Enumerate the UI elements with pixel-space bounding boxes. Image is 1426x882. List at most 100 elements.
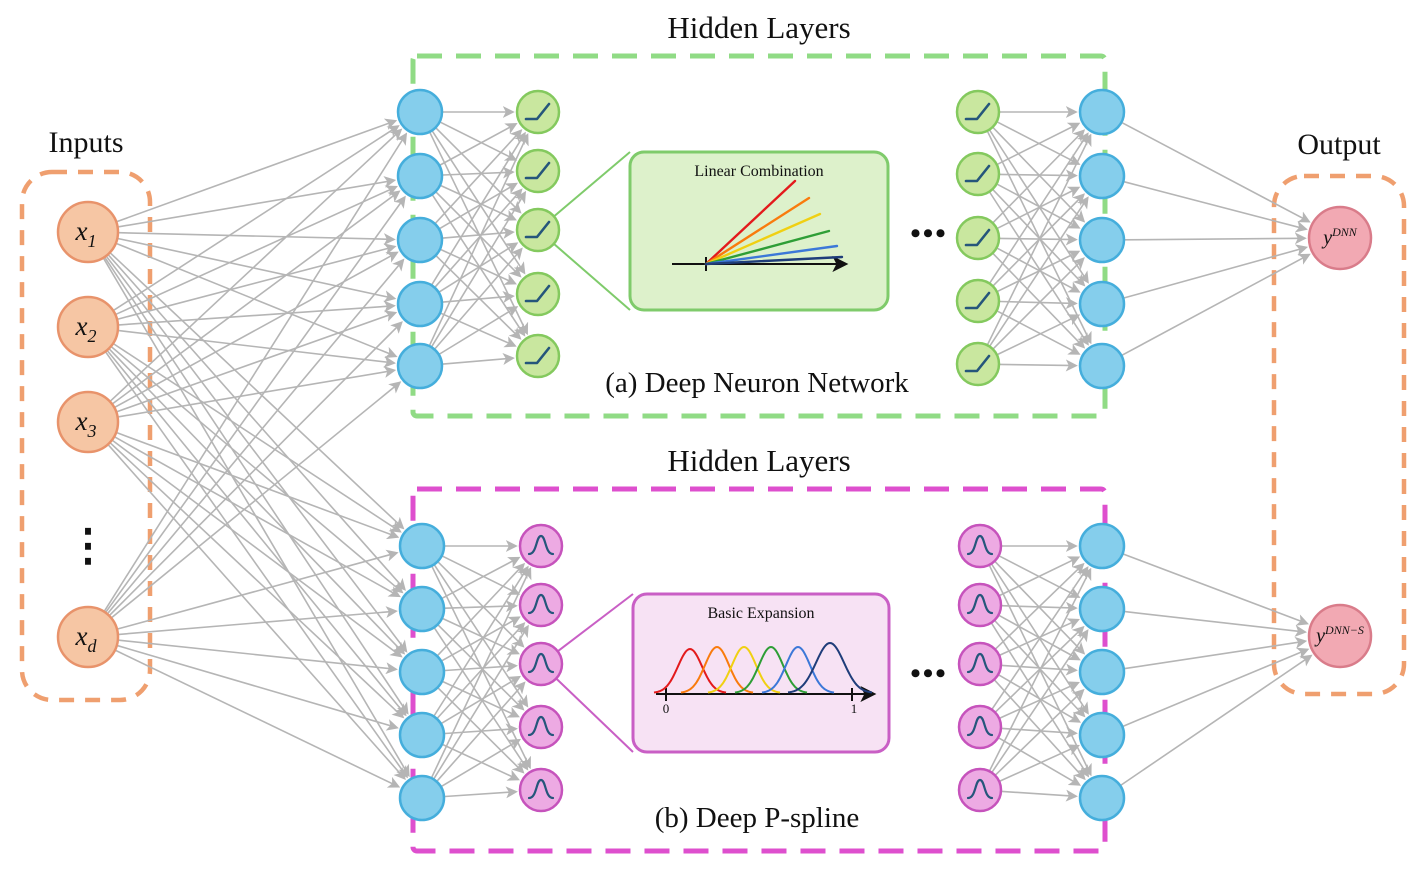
activation-node-relu (515, 148, 561, 194)
fan-line (704, 212, 822, 266)
relu-icon (524, 284, 551, 303)
hidden-node-blue (1078, 522, 1126, 570)
edge (115, 649, 401, 788)
edge (997, 122, 1081, 165)
edge (112, 190, 401, 405)
relu-icon (964, 228, 991, 247)
activation-node-spline (957, 767, 1003, 813)
edge (108, 254, 406, 591)
activation-node-spline (957, 523, 1003, 569)
edge (117, 549, 399, 630)
activation-node-relu (515, 271, 561, 317)
edge (989, 132, 1089, 284)
edge (442, 352, 515, 365)
activation-node-spline (518, 767, 564, 813)
hidden-node-blue (1078, 152, 1126, 200)
hidden-node-blue (396, 88, 444, 136)
edge (1001, 726, 1078, 739)
output-title: Output (1297, 128, 1381, 161)
hidden-node-blue (396, 280, 444, 328)
edge (118, 237, 397, 303)
edge (118, 366, 397, 418)
edge (428, 133, 529, 346)
edge (442, 555, 521, 595)
edge (116, 118, 398, 223)
gauss-icon (966, 652, 994, 674)
edge (118, 329, 396, 368)
inset-connector (553, 151, 631, 218)
edge (431, 566, 532, 778)
edge (435, 127, 522, 214)
activation-node-spline (957, 641, 1003, 687)
edge (115, 185, 398, 315)
edge (118, 639, 398, 675)
axis-tick-label-1: 1 (851, 701, 858, 716)
hidden-node-blue (1078, 774, 1126, 822)
edge (112, 439, 403, 658)
gauss-icon (527, 534, 555, 556)
edge (116, 310, 398, 413)
gauss-curve (653, 647, 727, 694)
gauss-icon (966, 778, 994, 800)
edge (1124, 181, 1308, 233)
edge (117, 243, 397, 320)
hidden-node-blue (398, 522, 446, 570)
activation-node-relu (955, 278, 1001, 324)
input-node (56, 605, 120, 669)
edge (995, 562, 1085, 650)
activation-node-relu (515, 333, 561, 379)
edge (436, 681, 526, 782)
edge (118, 176, 397, 228)
relu-icon (524, 346, 551, 365)
edge (118, 231, 396, 246)
edge (433, 624, 529, 779)
edge (441, 675, 522, 724)
input-node-label: x3 (75, 406, 97, 441)
hidden-node-blue (1078, 585, 1126, 633)
edges (103, 106, 1313, 802)
edge (995, 688, 1085, 776)
relu-icon (964, 164, 991, 183)
relu-icon (964, 102, 991, 121)
fan-line (704, 179, 797, 266)
hidden-layers-title-dnn: Hidden Layers (667, 10, 850, 45)
nodes (56, 88, 1373, 822)
edge (440, 121, 518, 161)
output-node (1307, 205, 1373, 271)
relu-icon (524, 102, 551, 121)
edge (1124, 610, 1307, 637)
edge (999, 744, 1080, 782)
ellipsis-dnn: ••• (910, 217, 948, 250)
inset-connector (557, 593, 634, 653)
edge (106, 256, 408, 653)
gauss-curve (734, 645, 808, 694)
output-box (1271, 173, 1407, 697)
edge (1121, 122, 1311, 223)
edge (991, 629, 1089, 773)
edge (997, 314, 1081, 356)
edge (442, 226, 515, 239)
edge (440, 312, 517, 348)
activation-node-spline (518, 582, 564, 628)
caption-pspline: (b) Deep P-spline (655, 802, 860, 834)
activation-node-relu (955, 151, 1001, 197)
edge (105, 351, 409, 779)
edge (1122, 647, 1310, 727)
edge (435, 129, 523, 224)
edge (439, 182, 518, 230)
fan-line (704, 244, 839, 266)
input-node (56, 390, 120, 454)
edge (103, 132, 408, 612)
hidden-node-blue (396, 152, 444, 200)
activation-node-relu (955, 89, 1001, 135)
edge (106, 350, 407, 717)
edge (114, 251, 399, 408)
hidden-node-blue (396, 342, 444, 390)
edge (999, 233, 1078, 246)
edge (116, 242, 398, 359)
gauss-curve (761, 645, 835, 694)
edge (997, 247, 1081, 293)
edge (431, 131, 526, 285)
caption-dnn: (a) Deep Neuron Network (605, 367, 909, 399)
input-node (56, 200, 120, 264)
